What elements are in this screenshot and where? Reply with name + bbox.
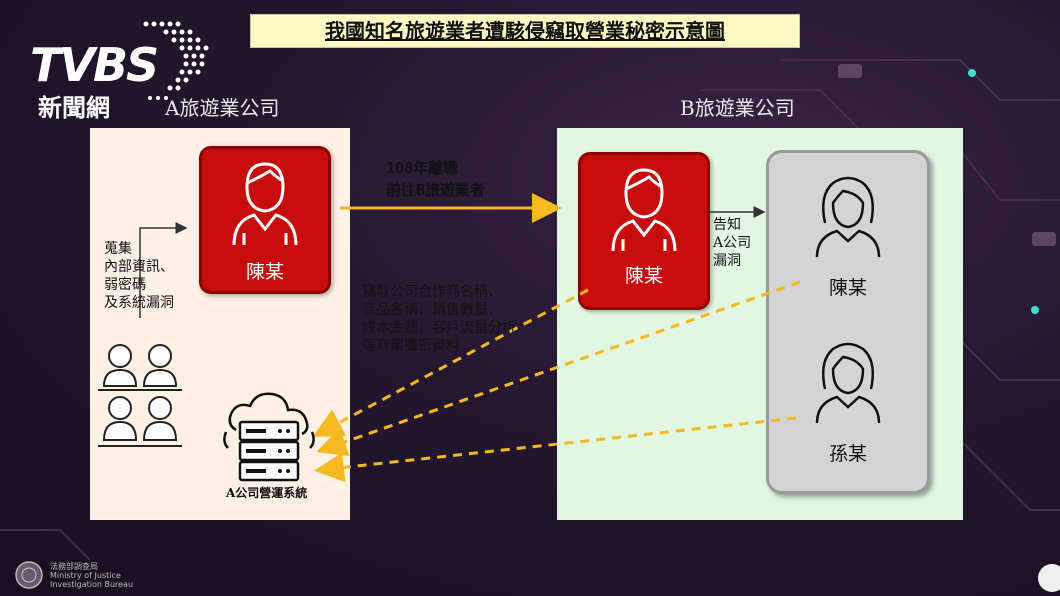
tvbs-news-label: 新聞網	[38, 94, 110, 122]
resign-note-line2: 前往B旅遊業者	[386, 181, 486, 199]
collect-note: 蒐集 內部資訊、 弱密碼 及系統漏洞	[104, 240, 174, 312]
company-b-label: B旅遊業公司	[680, 96, 795, 120]
steal-line3: 成本金額、客戶流量分析	[362, 320, 516, 336]
steal-line4: 等商業機密資料	[362, 338, 460, 354]
chen-card-a: 陳某	[199, 146, 331, 294]
mjib-seal-icon	[15, 561, 43, 589]
man-icon	[611, 168, 677, 252]
steal-line1: 竊取公司合作商名稱、	[362, 284, 502, 300]
collect-line1: 蒐集	[104, 241, 132, 257]
collect-line3: 弱密碼	[104, 277, 146, 293]
mjib-label: 法務部調查局 Ministry of Justice Investigation…	[50, 562, 133, 589]
chen-a-name: 陳某	[245, 261, 284, 283]
steal-note: 竊取公司合作商名稱、 商品名稱、銷售數量、 成本金額、客戶流量分析 等商業機密資…	[362, 283, 516, 355]
mjib-line1: 法務部調查局	[50, 562, 98, 571]
resign-note-line1: 108年離職	[386, 159, 459, 177]
tvbs-logo: TVBS	[30, 38, 159, 92]
page-title: 我國知名旅遊業者遭駭侵竊取營業秘密示意圖	[250, 14, 800, 48]
server-cloud-icon	[223, 392, 315, 482]
system-label: A公司營運系統	[226, 486, 308, 500]
woman-icon	[815, 176, 881, 258]
group-people-icon	[98, 344, 182, 447]
woman-icon	[815, 342, 881, 424]
mjib-line3: Investigation Bureau	[50, 580, 134, 589]
chen-card-b: 陳某	[578, 152, 710, 310]
collect-line4: 及系統漏洞	[104, 295, 174, 311]
notify-note: 告知 A公司 漏洞	[713, 216, 751, 270]
man-icon	[232, 162, 298, 246]
chen-b-right-name: 陳某	[828, 277, 867, 299]
notify-line2: A公司	[713, 235, 752, 251]
tvbs-logo-dots	[143, 21, 209, 100]
notify-line3: 漏洞	[713, 253, 741, 269]
steal-line2: 商品名稱、銷售數量、	[362, 302, 502, 318]
insiders-card: 陳某 孫某	[766, 150, 930, 494]
chen-b-name: 陳某	[624, 265, 663, 287]
resign-note: 108年離職 前往B旅遊業者	[386, 157, 485, 201]
company-a-label: A旅遊業公司	[165, 96, 280, 120]
collect-line2: 內部資訊、	[104, 259, 174, 275]
notify-line1: 告知	[713, 217, 741, 233]
mjib-line2: Ministry of Justice	[50, 571, 121, 580]
sun-name: 孫某	[828, 443, 867, 465]
